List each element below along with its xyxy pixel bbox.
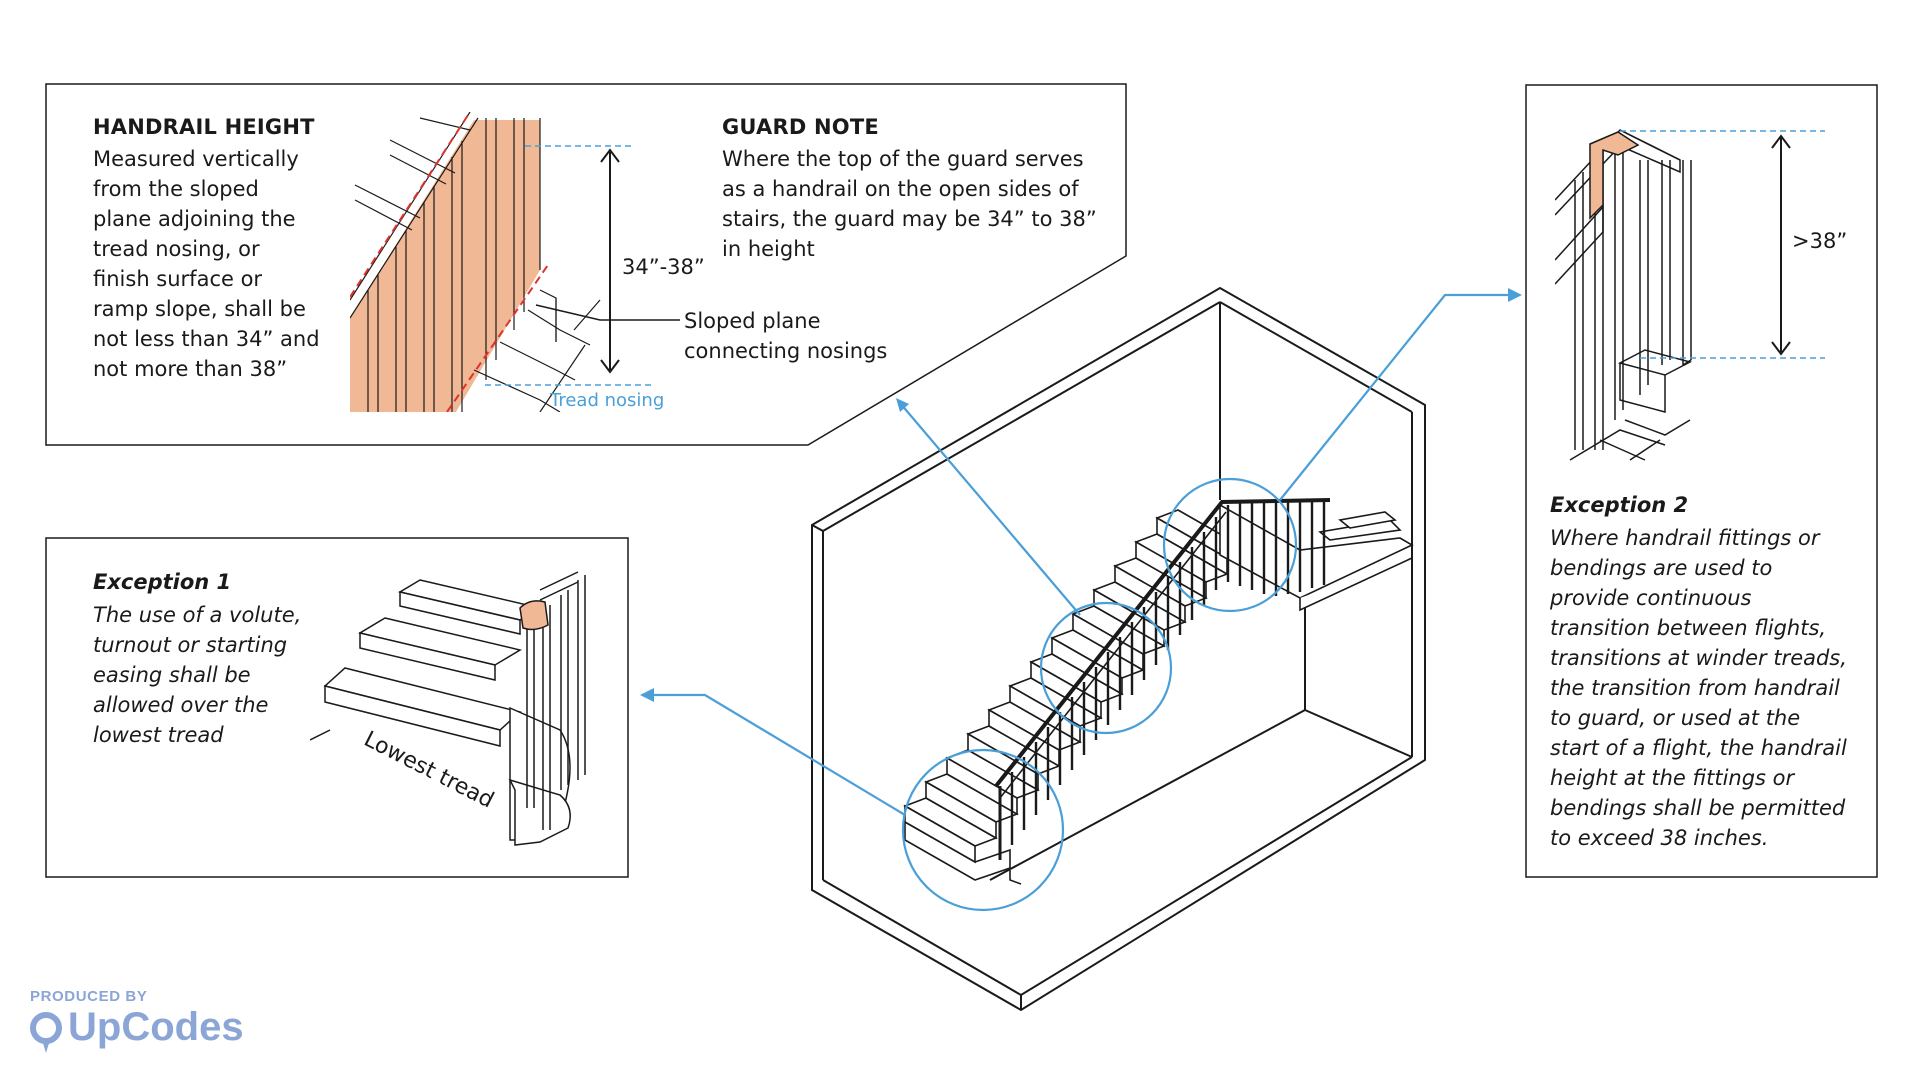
sloped-plane-label-line: connecting nosings: [684, 339, 888, 363]
sloped-plane-label: Sloped plane connecting nosings: [684, 306, 887, 366]
guard-note-line: in height: [722, 237, 815, 261]
guard-note-line: as a handrail on the open sides of: [722, 177, 1079, 201]
callout-arrows: [640, 288, 1522, 816]
exception2-line: provide continuous: [1550, 586, 1752, 610]
exception2-body: Where handrail fittings or bendings are …: [1550, 523, 1847, 853]
guard-note-body: Where the top of the guard serves as a h…: [722, 144, 1097, 264]
volute-fitting-top: [1589, 131, 1640, 220]
exception1-heading: Exception 1: [93, 570, 232, 594]
handrail-height-line: plane adjoining the: [93, 207, 296, 231]
arrow-to-exception1: [642, 693, 906, 816]
handrail-height-line: not more than 38”: [93, 357, 288, 381]
sloped-plane-leader: [535, 304, 680, 321]
exception1-line: lowest tread: [93, 723, 224, 747]
exception2-line: Where handrail fittings or: [1550, 526, 1820, 550]
callout-circle-mid-flight: [1039, 601, 1173, 735]
handrail-height-panel: [45, 83, 1127, 446]
exception2-line: bendings are used to: [1550, 556, 1773, 580]
tread-nosing-label: Tread nosing: [550, 390, 665, 411]
handrail-detail-illustration: [350, 112, 601, 412]
exception1-line: The use of a volute,: [93, 603, 302, 627]
main-handrail: [994, 498, 1331, 860]
guard-note-line: Where the top of the guard serves: [722, 147, 1084, 171]
dimension-label-34-38: 34”-38”: [622, 255, 705, 279]
handrail-height-line: not less than 34” and: [93, 327, 320, 351]
exception1-line: turnout or starting: [93, 633, 288, 657]
volute-fitting-bottom: [519, 600, 549, 631]
guard-note-heading: GUARD NOTE: [722, 115, 879, 139]
handrail-height-line: tread nosing, or: [93, 237, 260, 261]
sloped-plane-line: [350, 112, 471, 298]
handrail-height-body: Measured vertically from the sloped plan…: [93, 144, 320, 384]
handrail-height-line: from the sloped: [93, 177, 259, 201]
callout-circle-lowest-tread: [901, 748, 1065, 912]
exception2-line: transition between flights,: [1550, 616, 1827, 640]
exception2-heading: Exception 2: [1550, 493, 1689, 517]
exception2-line: the transition from handrail: [1550, 676, 1840, 700]
exception1-line: allowed over the: [93, 693, 269, 717]
callout-circle-landing: [1162, 477, 1298, 613]
exception2-line: bendings shall be permitted: [1550, 796, 1846, 820]
callout-circles: [901, 477, 1298, 912]
exception2-line: to exceed 38 inches.: [1550, 826, 1769, 850]
exception2-line: start of a flight, the handrail: [1550, 736, 1847, 760]
guard-note-line: stairs, the guard may be 34” to 38”: [722, 207, 1097, 231]
arrow-to-handrail-height: [899, 402, 1081, 616]
arrow-to-exception2: [1279, 293, 1515, 501]
exception1-line: easing shall be: [93, 663, 251, 687]
produced-by-label: PRODUCED BY: [30, 988, 148, 1005]
stair-flight: [903, 503, 1414, 885]
exception2-line: to guard, or used at the: [1550, 706, 1801, 730]
exception1-body: The use of a volute, turnout or starting…: [93, 600, 301, 750]
guard-infill: [350, 120, 540, 412]
exception2-line: transitions at winder treads,: [1550, 646, 1847, 670]
sloped-plane-line-lower: [446, 261, 551, 412]
handrail-height-line: finish surface or: [93, 267, 263, 291]
dimension-label-gt38: >38”: [1792, 229, 1848, 253]
sloped-plane-label-line: Sloped plane: [684, 309, 821, 333]
handrail-height-heading: HANDRAIL HEIGHT: [93, 115, 315, 139]
handrail-height-line: Measured vertically: [93, 147, 299, 171]
handrail-height-line: ramp slope, shall be: [93, 297, 306, 321]
exception2-illustration: [1555, 129, 1693, 461]
brand-name: UpCodes: [68, 1005, 244, 1049]
exception2-panel: [1525, 84, 1878, 878]
upcodes-logo-icon: [30, 1012, 62, 1053]
exception2-line: height at the fittings or: [1550, 766, 1795, 790]
exception1-illustration: [310, 571, 586, 846]
